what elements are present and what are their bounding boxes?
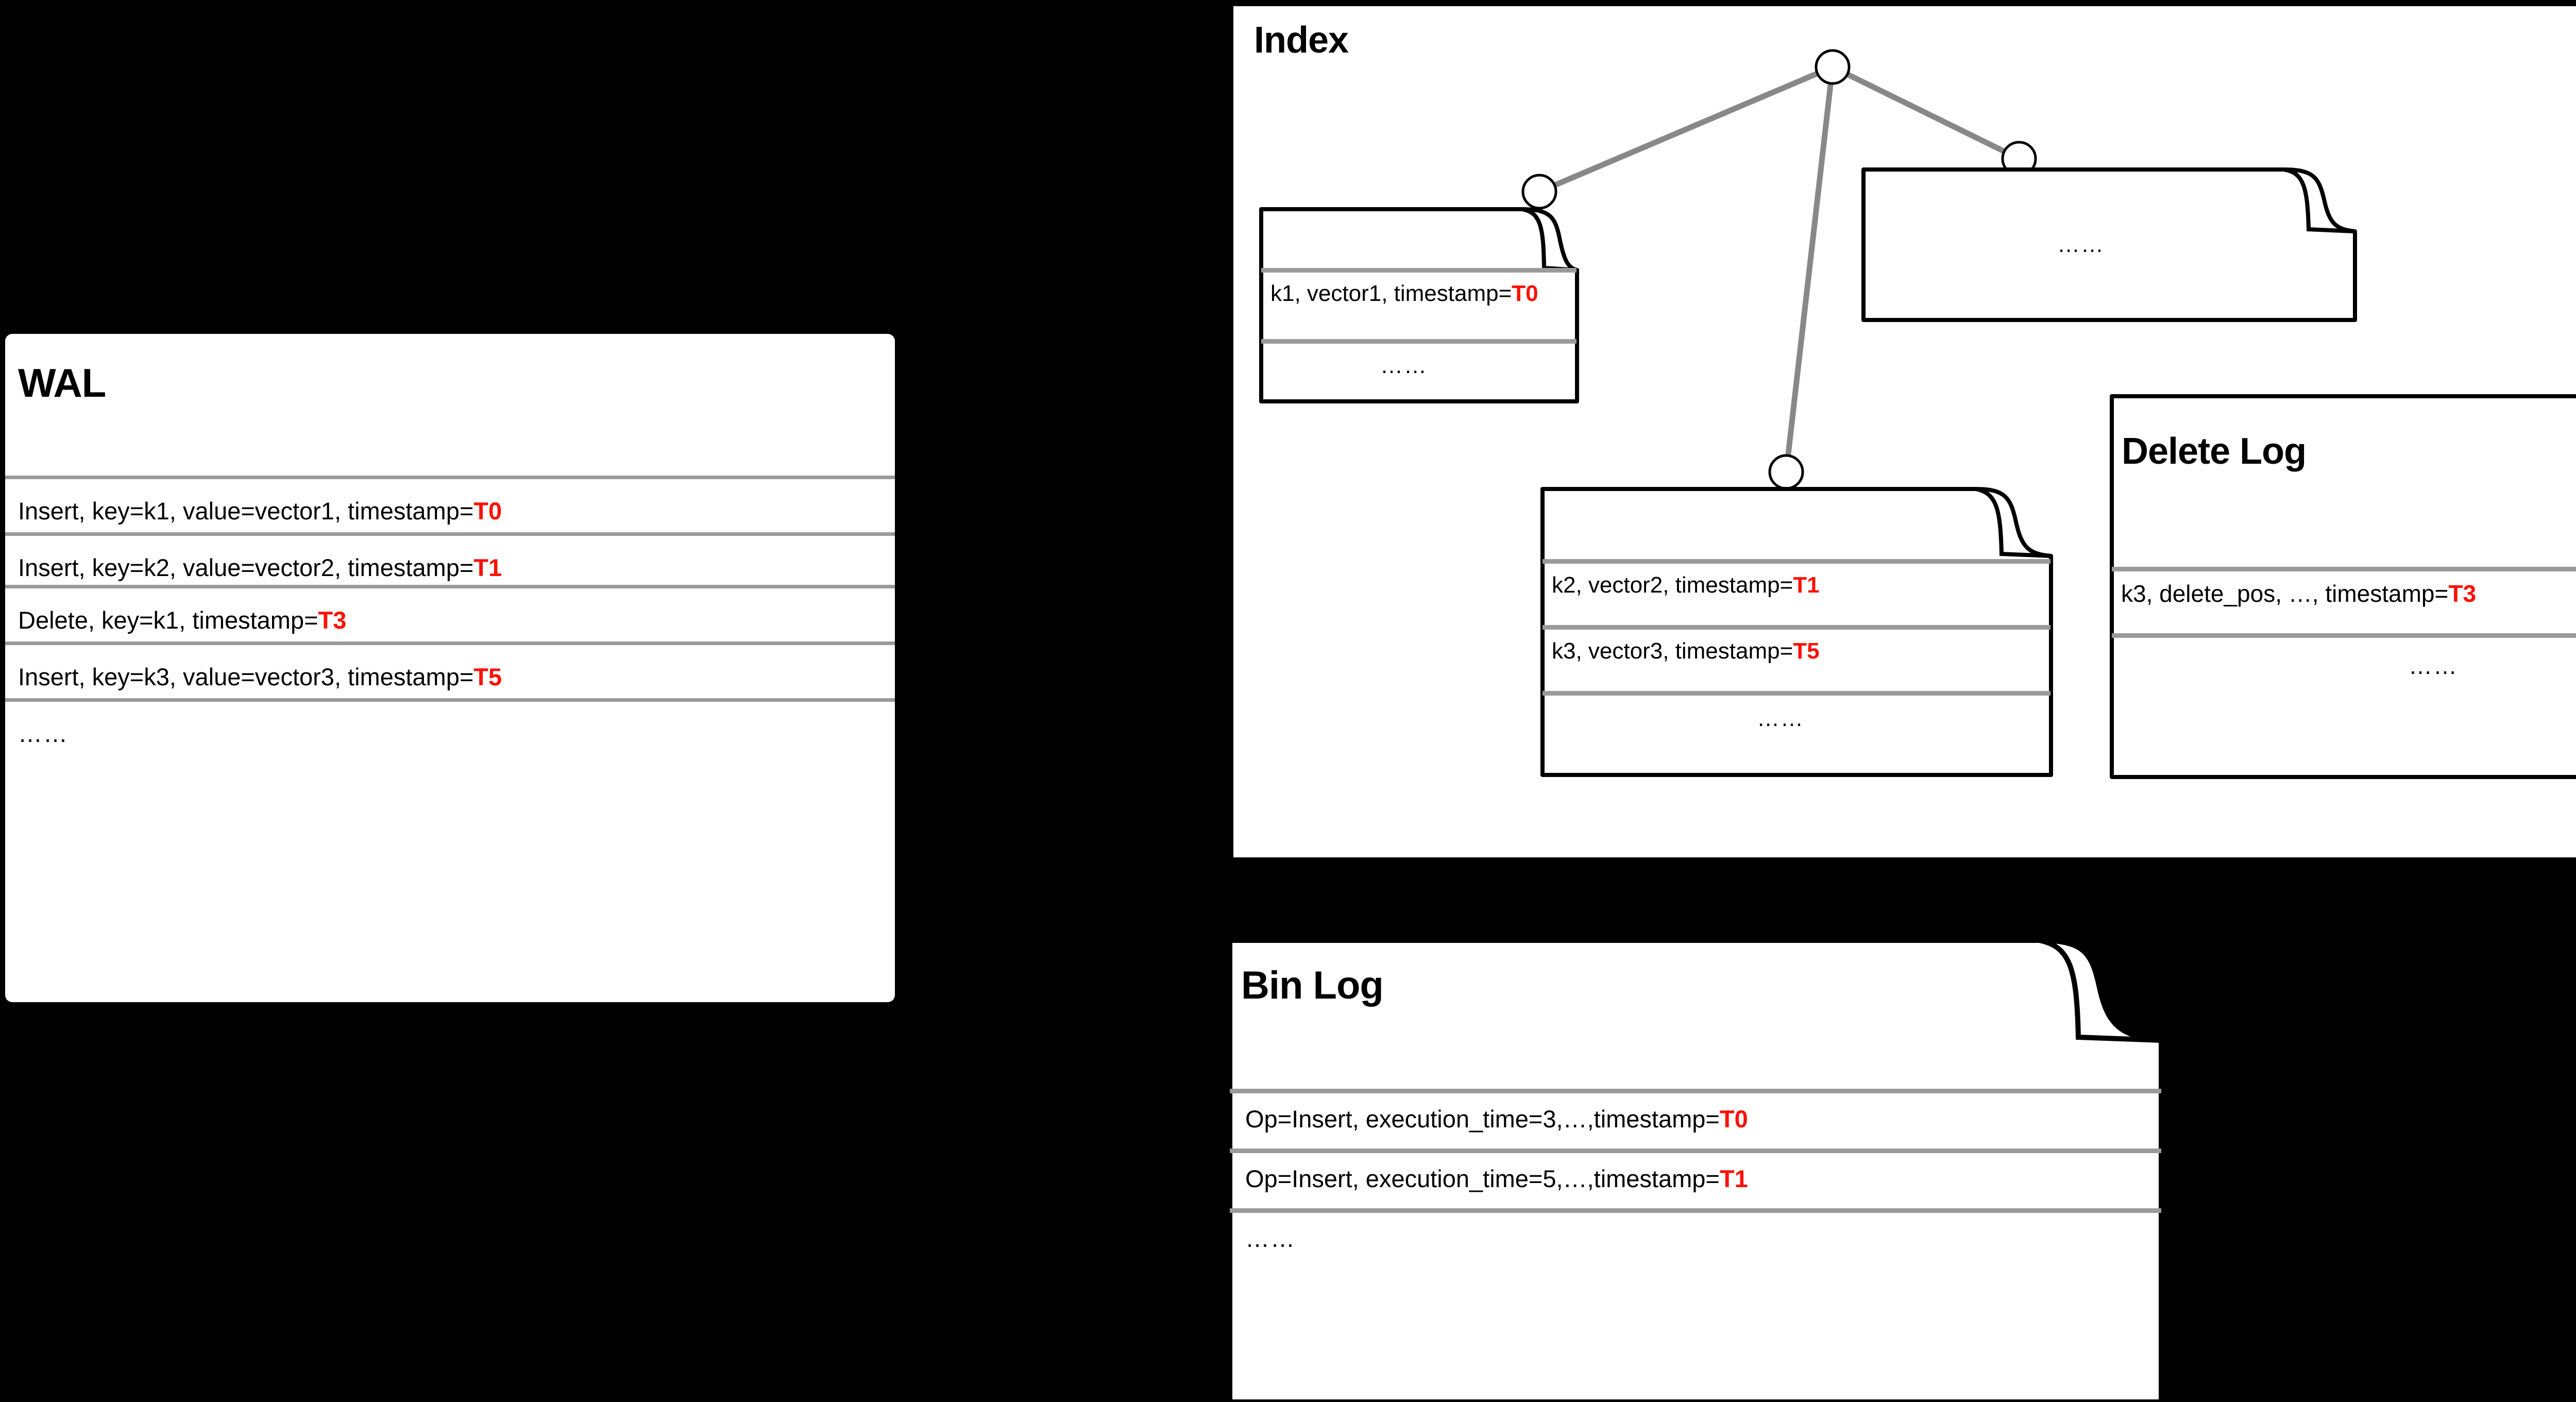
wal-row-text: Insert, key=k2, value=vector2, timestamp… (18, 553, 474, 581)
wal-divider (5, 585, 895, 588)
segment-divider (1543, 691, 2050, 696)
segment-row-timestamp: T1 (1793, 572, 1820, 598)
wal-row: Insert, key=k1, value=vector1, timestamp… (18, 486, 502, 535)
bin-log-divider (1230, 1208, 2161, 1213)
wal-divider (5, 476, 895, 479)
bin-log-row-timestamp: T1 (1719, 1164, 1748, 1192)
delete-log-row-timestamp: T3 (2448, 580, 2477, 607)
wal-row-ellipsis: …… (18, 708, 69, 758)
tree-node-left (1521, 174, 1557, 210)
segment-divider (1543, 625, 2050, 630)
segment-divider (1261, 339, 1577, 344)
segment-row-timestamp: T0 (1512, 281, 1538, 306)
bin-log-row-text: Op=Insert, execution_time=3,…,timestamp= (1245, 1105, 1720, 1133)
wal-row-timestamp: T0 (473, 497, 502, 525)
wal-row: Insert, key=k2, value=vector2, timestamp… (18, 543, 502, 592)
wal-row-timestamp: T1 (473, 553, 502, 581)
index-tree (1521, 49, 2037, 490)
bin-log-row: Op=Insert, execution_time=5,…,timestamp=… (1245, 1158, 1748, 1199)
bin-log-title: Bin Log (1241, 964, 1384, 1007)
index-segment-ellipsis: …… (1861, 167, 2357, 322)
segment-row: k2, vector2, timestamp=T1 (1552, 567, 1820, 603)
tree-edge-root-right (1831, 64, 2021, 161)
wal-row-text: Insert, key=k1, value=vector1, timestamp… (18, 497, 474, 525)
wal-panel: WAL Insert, key=k1, value=vector1, times… (5, 334, 895, 1002)
delete-log-row-ellipsis: …… (2409, 652, 2458, 679)
delete-log-row: k3, delete_pos, …, timestamp=T3 (2121, 576, 2476, 612)
bin-log-row-text: Op=Insert, execution_time=5,…,timestamp= (1245, 1164, 1720, 1192)
wal-row-text: Delete, key=k1, timestamp= (18, 606, 318, 634)
segment-row-ellipsis: …… (1757, 706, 1804, 731)
wal-row-timestamp: T5 (473, 663, 502, 690)
tree-edge-root-mid (1783, 66, 1836, 472)
delete-log-row-text: k3, delete_pos, …, timestamp= (2121, 580, 2449, 607)
segment-divider (1543, 559, 2050, 564)
tree-node-root (1815, 49, 1851, 85)
index-title: Index (1254, 20, 1349, 61)
index-segment-k1: k1, vector1, timestamp=T0 …… (1259, 207, 1579, 403)
index-panel: Index k1, vector1, timestamp=T0 …… …… (1233, 6, 2576, 857)
bin-log-row-ellipsis: …… (1245, 1225, 1296, 1252)
wal-row: Delete, key=k1, timestamp=T3 (18, 595, 346, 645)
segment-row-text: k1, vector1, timestamp= (1270, 281, 1512, 306)
delete-log-divider (2112, 633, 2576, 638)
bin-log-row-timestamp: T0 (1719, 1105, 1748, 1133)
index-segment-k2k3: k2, vector2, timestamp=T1 k3, vector3, t… (1540, 487, 2053, 777)
bin-log-divider (1230, 1089, 2161, 1093)
segment-row-text: k3, vector3, timestamp= (1552, 638, 1793, 664)
wal-row-text: Insert, key=k3, value=vector3, timestamp… (18, 663, 474, 690)
wal-row-timestamp: T3 (318, 606, 347, 634)
bin-log-row: Op=Insert, execution_time=3,…,timestamp=… (1245, 1098, 1748, 1139)
delete-log-divider (2112, 567, 2576, 571)
segment-row-text: k2, vector2, timestamp= (1552, 572, 1793, 598)
segment-row: k3, vector3, timestamp=T5 (1552, 633, 1820, 669)
delete-log-title: Delete Log (2122, 431, 2307, 472)
bin-log-divider (1230, 1148, 2161, 1153)
wal-divider (5, 641, 895, 645)
segment-divider (1261, 268, 1577, 273)
wal-row: Insert, key=k3, value=vector3, timestamp… (18, 652, 502, 701)
wal-title: WAL (18, 360, 106, 406)
segment-row: k1, vector1, timestamp=T0 (1270, 276, 1538, 312)
wal-row-text: …… (18, 719, 69, 747)
segment-row-ellipsis: …… (2057, 232, 2105, 257)
segment-row-ellipsis: …… (1380, 353, 1428, 378)
segment-row-timestamp: T5 (1793, 638, 1820, 664)
tree-edge-root-left (1538, 64, 1834, 195)
delete-log-panel: Delete Log k3, delete_pos, …, timestamp=… (2110, 394, 2576, 779)
wal-divider (5, 698, 895, 702)
wal-divider (5, 532, 895, 536)
tree-node-mid (1768, 454, 1804, 490)
bin-log-panel: Bin Log Op=Insert, execution_time=3,…,ti… (1227, 938, 2222, 1402)
